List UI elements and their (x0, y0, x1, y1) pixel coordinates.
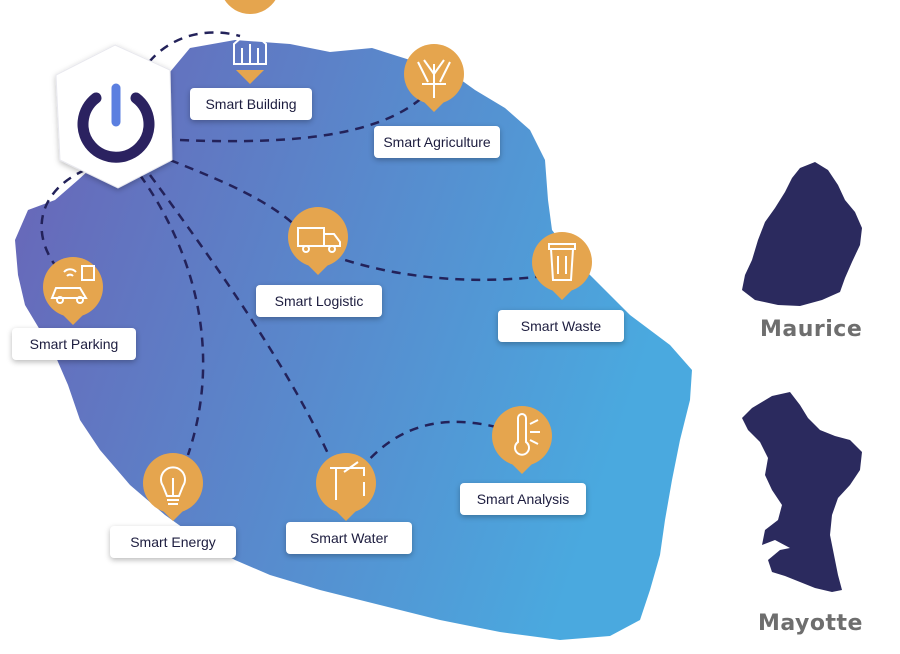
truck-icon (297, 227, 341, 253)
region-maurice: Maurice (760, 317, 863, 342)
power-icon (77, 83, 155, 163)
link-parking (40, 168, 86, 266)
mayotte-island (742, 392, 862, 592)
label-smart-analysis[interactable]: Smart Analysis (460, 483, 586, 515)
connections (40, 31, 553, 471)
pin-parking[interactable] (43, 257, 103, 325)
pin-water[interactable] (316, 453, 376, 521)
pin-energy[interactable] (143, 453, 203, 521)
link-energy (138, 174, 205, 456)
pin-analysis[interactable] (492, 406, 552, 474)
house-circuit-icon (233, 28, 267, 65)
link-water (148, 174, 332, 459)
label-smart-water[interactable]: Smart Water (286, 522, 412, 554)
link-building (138, 31, 241, 76)
label-smart-agriculture[interactable]: Smart Agriculture (374, 126, 500, 158)
label-smart-building[interactable]: Smart Building (190, 88, 312, 120)
pin-logistic[interactable] (288, 207, 348, 275)
link-logistic (169, 158, 301, 231)
link-waste (329, 253, 553, 282)
car-parking-icon (50, 265, 95, 304)
link-analysis (359, 420, 501, 471)
pin-waste[interactable] (532, 232, 592, 300)
label-smart-parking[interactable]: Smart Parking (12, 328, 136, 360)
thermometer-icon (514, 413, 540, 456)
pin-agriculture[interactable] (404, 44, 464, 112)
lightbulb-icon (160, 466, 186, 505)
water-tap-icon (330, 461, 365, 500)
plant-circuit-icon (417, 59, 451, 98)
label-smart-energy[interactable]: Smart Energy (110, 526, 236, 558)
pin-building[interactable] (220, 0, 280, 84)
region-mayotte: Mayotte (758, 611, 863, 636)
label-smart-logistic[interactable]: Smart Logistic (256, 285, 382, 317)
maurice-island (742, 162, 862, 306)
label-smart-waste[interactable]: Smart Waste (498, 310, 624, 342)
trash-bin-icon (548, 243, 576, 281)
